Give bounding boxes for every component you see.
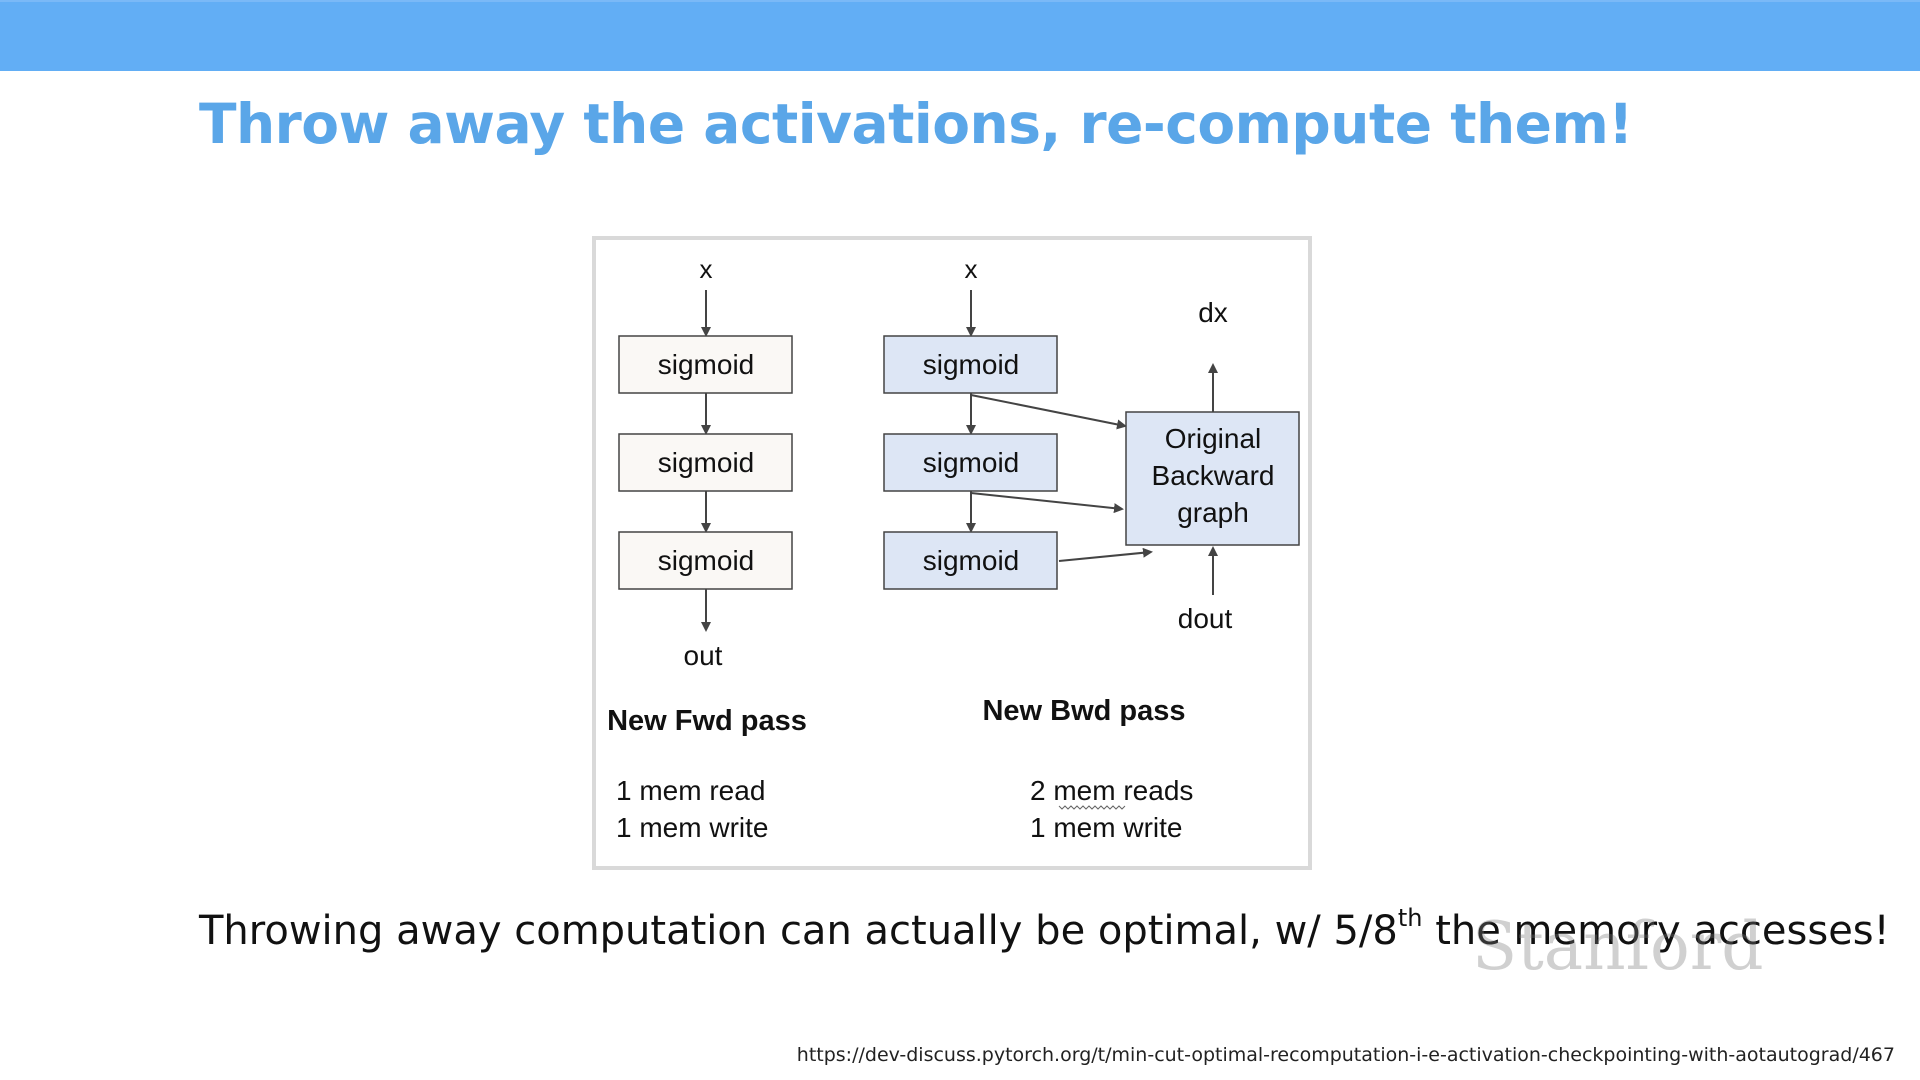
fwd-sigmoid-label-2: sigmoid (658, 447, 754, 478)
bwd-input-label: x (965, 254, 978, 284)
slide-caption: Throwing away computation can actually b… (199, 904, 1890, 954)
backward-graph-line-1: Original (1165, 423, 1261, 454)
diagram-frame: x sigmoid sigmoid sigmoid out New Fwd pa… (592, 236, 1312, 870)
diagram: x sigmoid sigmoid sigmoid out New Fwd pa… (607, 254, 1300, 843)
caption-superscript: th (1397, 904, 1423, 932)
bwd-heading: New Bwd pass (982, 695, 1185, 727)
bwd-sigmoid-box-2 (883, 433, 1058, 492)
fwd-sigmoid-box-3 (618, 531, 793, 590)
bwd-sigmoid-box-1 (883, 335, 1058, 394)
slide-title: Throw away the activations, re-compute t… (199, 92, 1633, 156)
backward-graph-line-2: Backward (1152, 460, 1275, 491)
fwd-heading: New Fwd pass (607, 705, 807, 737)
source-link[interactable]: https://dev-discuss.pytorch.org/t/min-cu… (796, 1044, 1895, 1066)
bwd-dout-label: dout (1178, 603, 1233, 634)
bwd-sigmoid-label-3: sigmoid (923, 545, 1019, 576)
fwd-sigmoid-box-2 (618, 433, 793, 492)
spellcheck-underline (1058, 805, 1126, 810)
bwd-edge-sigmoid1-to-backward (970, 394, 1127, 430)
fwd-input-label: x (700, 254, 713, 284)
bwd-edge-sigmoid2-to-backward (970, 492, 1124, 514)
bwd-edge-sigmoid3-to-backward (1058, 547, 1153, 562)
caption-text-start: Throwing away computation can actually b… (199, 908, 1398, 954)
fwd-stat-reads: 1 mem read (616, 775, 765, 806)
bwd-stat-reads: 2 mem reads (1030, 775, 1193, 806)
bwd-sigmoid-box-3 (883, 531, 1058, 590)
backward-graph-line-3: graph (1177, 497, 1249, 528)
bwd-stat-writes: 1 mem write (1030, 812, 1182, 843)
bwd-dx-label: dx (1198, 297, 1228, 328)
bwd-sigmoid-label-1: sigmoid (923, 349, 1019, 380)
fwd-sigmoid-label-3: sigmoid (658, 545, 754, 576)
fwd-output-label: out (684, 640, 723, 671)
bwd-sigmoid-label-2: sigmoid (923, 447, 1019, 478)
backward-graph-box (1125, 411, 1300, 546)
header-band (0, 0, 1920, 71)
fwd-sigmoid-label-1: sigmoid (658, 349, 754, 380)
fwd-stat-writes: 1 mem write (616, 812, 768, 843)
caption-text-end: the memory accesses! (1422, 908, 1890, 954)
